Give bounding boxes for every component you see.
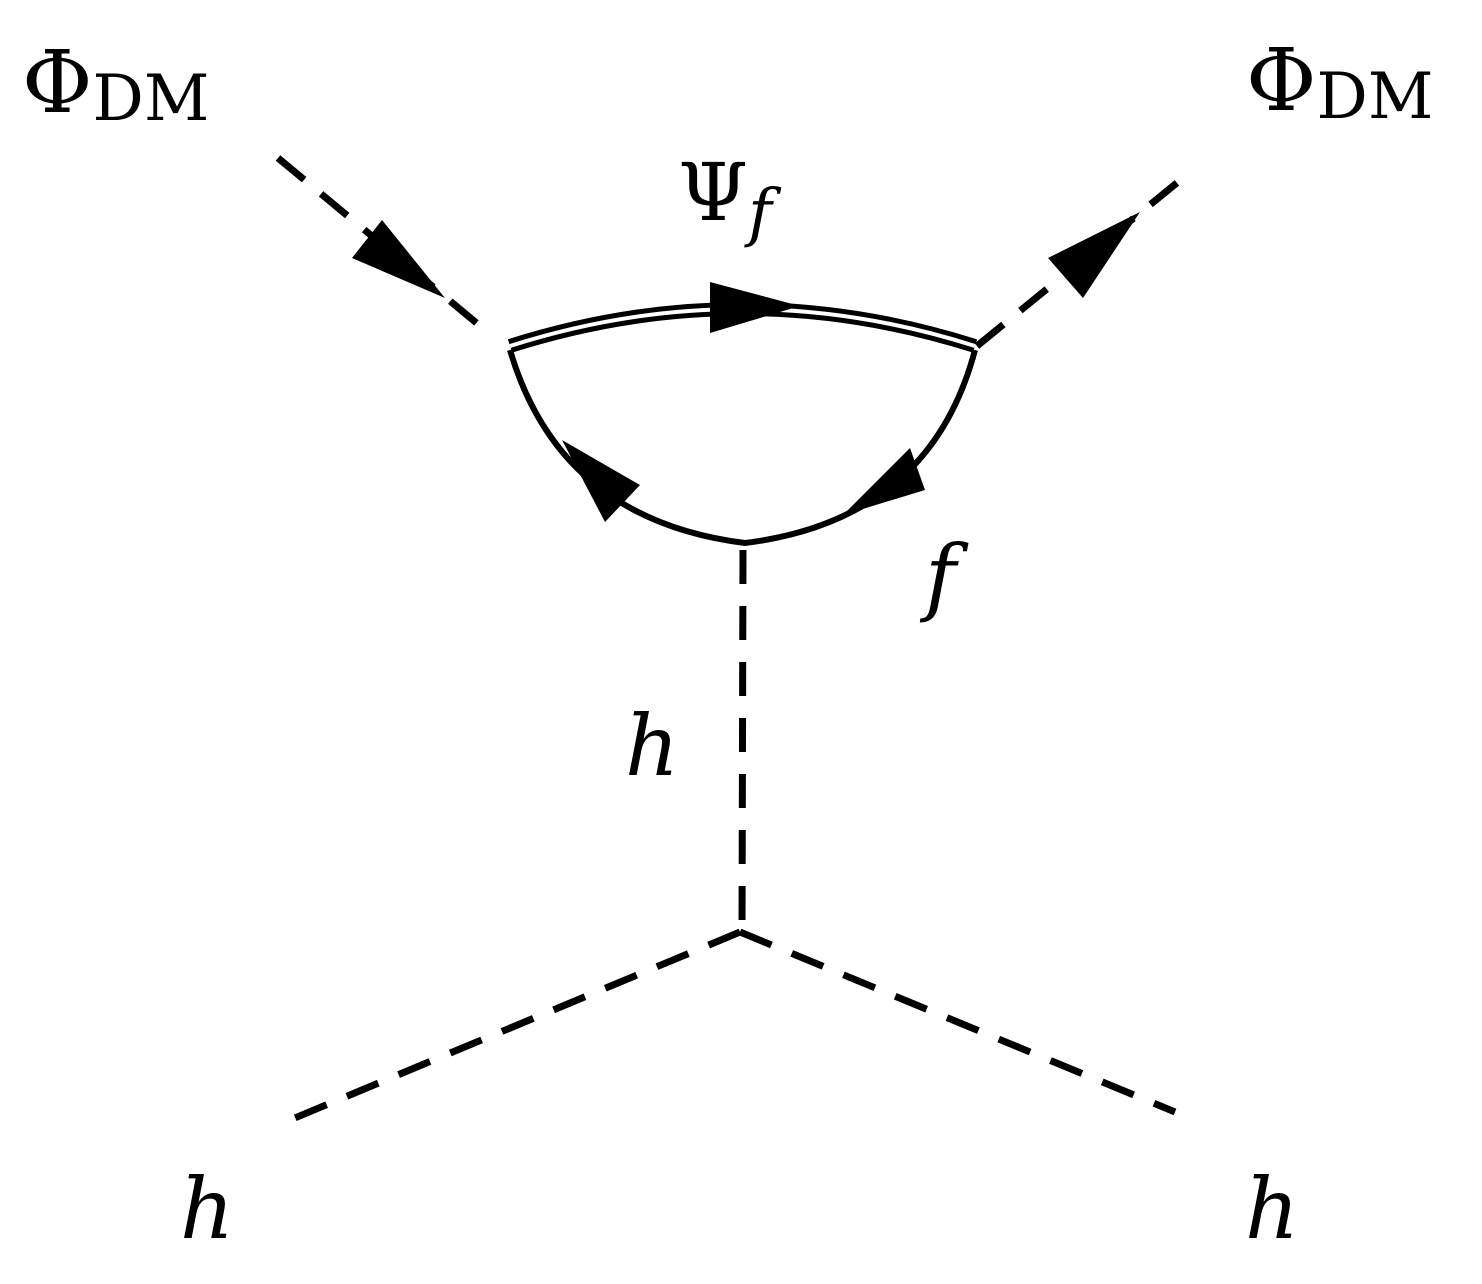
fermion-arrow-left-icon (562, 440, 640, 522)
higgs-propagator-line (738, 549, 747, 931)
higgs-propagator-label: h (625, 697, 679, 795)
fermion-label: f (919, 527, 969, 625)
psi-label: Ψf (678, 146, 782, 250)
dm-out-label: ΦDM (1246, 31, 1433, 134)
higgs-right-line (738, 928, 1177, 1116)
fermion-loop-line (507, 349, 978, 547)
dm-in-label: ΦDM (22, 33, 209, 136)
outgoing-dm-arrow-icon (1048, 212, 1140, 298)
higgs-left-line (276, 928, 742, 1129)
psi-arrow-icon (710, 282, 800, 333)
incoming-dm-arrow-icon (352, 220, 445, 298)
higgs-right-label: h (1245, 1160, 1299, 1258)
fermion-arrow-right-icon (843, 448, 925, 515)
higgs-left-label: h (180, 1160, 234, 1258)
